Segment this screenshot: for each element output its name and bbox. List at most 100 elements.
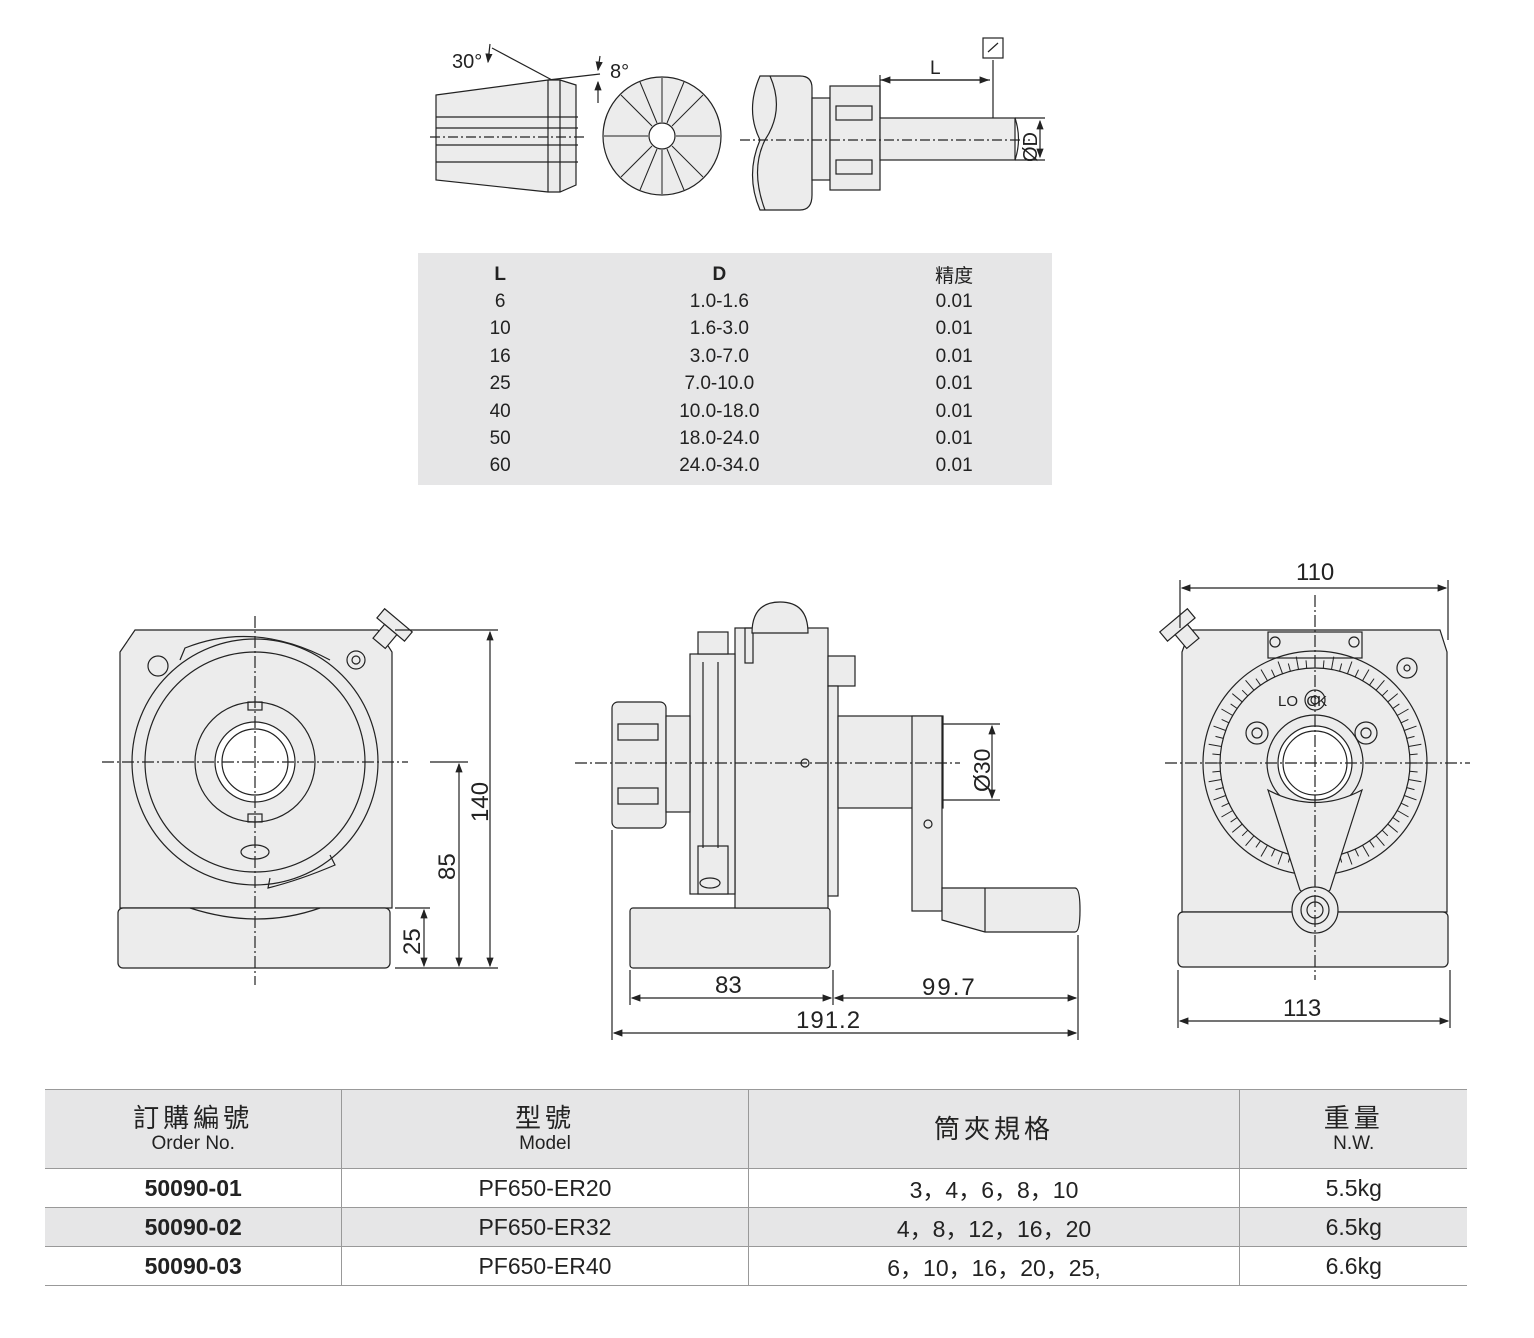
cell-collet-spec: 4，8，12，16，20	[749, 1208, 1241, 1246]
col-header-collet-spec: 筒夾規格	[749, 1090, 1241, 1168]
cell-collet-spec: 6，10，16，20，25,	[749, 1247, 1241, 1285]
dial-tick	[1404, 795, 1417, 801]
dial-tick	[1392, 817, 1400, 823]
dim-113-label: 113	[1283, 995, 1321, 1022]
header-zh: 筒夾規格	[933, 1114, 1054, 1144]
dial-tick	[1271, 669, 1276, 678]
cell-L: 25	[489, 373, 511, 395]
angle-8-label: 8°	[610, 61, 629, 83]
cell-D: 1.0-1.6	[689, 291, 749, 313]
dial-tick	[1339, 663, 1343, 672]
dial-tick	[1369, 840, 1375, 848]
dial-tick	[1409, 770, 1418, 773]
table-row: 50090-01 PF650-ER20 3，4，6，8，10 5.5kg	[45, 1169, 1467, 1208]
col-header-weight: 重量 N.W.	[1240, 1090, 1467, 1168]
header-en: N.W.	[1333, 1133, 1375, 1154]
collet-side-view	[435, 79, 577, 193]
dial-tick	[1362, 669, 1370, 681]
col-header-model: 型號 Model	[342, 1090, 749, 1168]
dim-85-label: 85	[434, 853, 461, 880]
cell-precision: 0.01	[935, 400, 973, 422]
table-row: 40 10.0-18.0 0.01	[418, 398, 1052, 425]
diameter-D-label: ØD	[1020, 132, 1042, 162]
cell-collet-spec: 3，4，6，8，10	[749, 1169, 1241, 1207]
dial-tick	[1354, 669, 1359, 678]
dial-tick	[1212, 753, 1221, 756]
length-L-label: L	[930, 58, 941, 79]
table-row: 50090-02 PF650-ER32 4，8，12，16，20 6.5kg	[45, 1208, 1467, 1247]
col-header-precision: 精度	[935, 266, 974, 288]
dim-140-label: 140	[467, 782, 494, 822]
cell-model: PF650-ER32	[342, 1208, 749, 1246]
order-table-header: 訂購編號 Order No. 型號 Model 筒夾規格 重量 N.W.	[45, 1089, 1467, 1169]
cell-L: 10	[489, 318, 511, 340]
header-zh: 訂購編號	[133, 1103, 254, 1133]
dial-tick	[1347, 852, 1353, 865]
technical-drawings: 140 85 25 Ø30 83 99.7 1	[102, 560, 1470, 1040]
holder-head	[751, 75, 813, 211]
dial-tick	[1295, 656, 1299, 670]
dim-phi30-label: Ø30	[969, 749, 995, 792]
dial-tick	[1406, 735, 1415, 739]
cell-D: 10.0-18.0	[679, 400, 760, 422]
dial-tick	[1245, 835, 1255, 847]
collet-nut	[829, 85, 881, 191]
dial-tick	[1231, 693, 1243, 703]
header-zh: 型號	[514, 1103, 575, 1133]
dial-tick	[1375, 679, 1385, 691]
dial-tick	[1381, 689, 1389, 697]
dial-tick	[1221, 810, 1233, 818]
dial-tick	[1409, 753, 1418, 756]
cell-L: 6	[494, 291, 506, 313]
dial-tick	[1277, 661, 1283, 674]
cell-model: PF650-ER20	[342, 1169, 749, 1207]
dim-83-label: 83	[715, 972, 742, 999]
hex-bolt-icon	[346, 650, 366, 670]
dial-tick	[1231, 823, 1243, 833]
cell-L: 16	[489, 345, 511, 367]
cell-order-no: 50090-03	[45, 1247, 343, 1285]
dial-tick	[1245, 679, 1255, 691]
header-zh: 重量	[1323, 1103, 1384, 1133]
col-header-D: D	[712, 263, 727, 285]
dial-tick	[1362, 845, 1370, 857]
cell-weight: 6.6kg	[1325, 1252, 1382, 1279]
cell-D: 24.0-34.0	[679, 455, 760, 477]
dial-tick	[1208, 779, 1222, 783]
dial-tick	[1255, 840, 1261, 848]
dial-tick	[1221, 802, 1230, 807]
dial-tick	[1397, 810, 1409, 818]
dial-tick	[1215, 735, 1224, 739]
dim-110-label: 110	[1296, 560, 1334, 586]
cell-L: 60	[489, 455, 511, 477]
side-view	[575, 601, 1081, 1040]
front-view	[102, 607, 498, 985]
dial-tick	[1255, 678, 1261, 686]
dial-tick	[1241, 829, 1249, 837]
col-header-order-no: 訂購編號 Order No.	[45, 1090, 343, 1168]
cell-model: PF650-ER40	[342, 1247, 749, 1285]
cell-precision: 0.01	[935, 428, 973, 450]
dial-tick	[1347, 661, 1353, 674]
dial-tick	[1400, 719, 1409, 724]
dim-191-2-label: 191.2	[796, 1007, 861, 1034]
cell-precision: 0.01	[935, 455, 973, 477]
cell-weight: 5.5kg	[1325, 1174, 1382, 1201]
dial-tick	[1221, 708, 1233, 716]
dial-tick	[1305, 660, 1308, 669]
order-table: 訂購編號 Order No. 型號 Model 筒夾規格 重量 N.W. 500…	[45, 1089, 1467, 1286]
dial-tick	[1212, 770, 1221, 773]
rear-view	[1158, 580, 1470, 1028]
precision-table-header: L D 精度	[418, 261, 1052, 288]
col-header-L: L	[494, 263, 506, 285]
dial-tick	[1213, 795, 1226, 801]
dial-tick	[1287, 663, 1291, 672]
cell-L: 40	[489, 400, 511, 422]
dial-tick	[1404, 725, 1417, 731]
dial-tick	[1260, 845, 1268, 857]
dial-tick	[1381, 829, 1389, 837]
